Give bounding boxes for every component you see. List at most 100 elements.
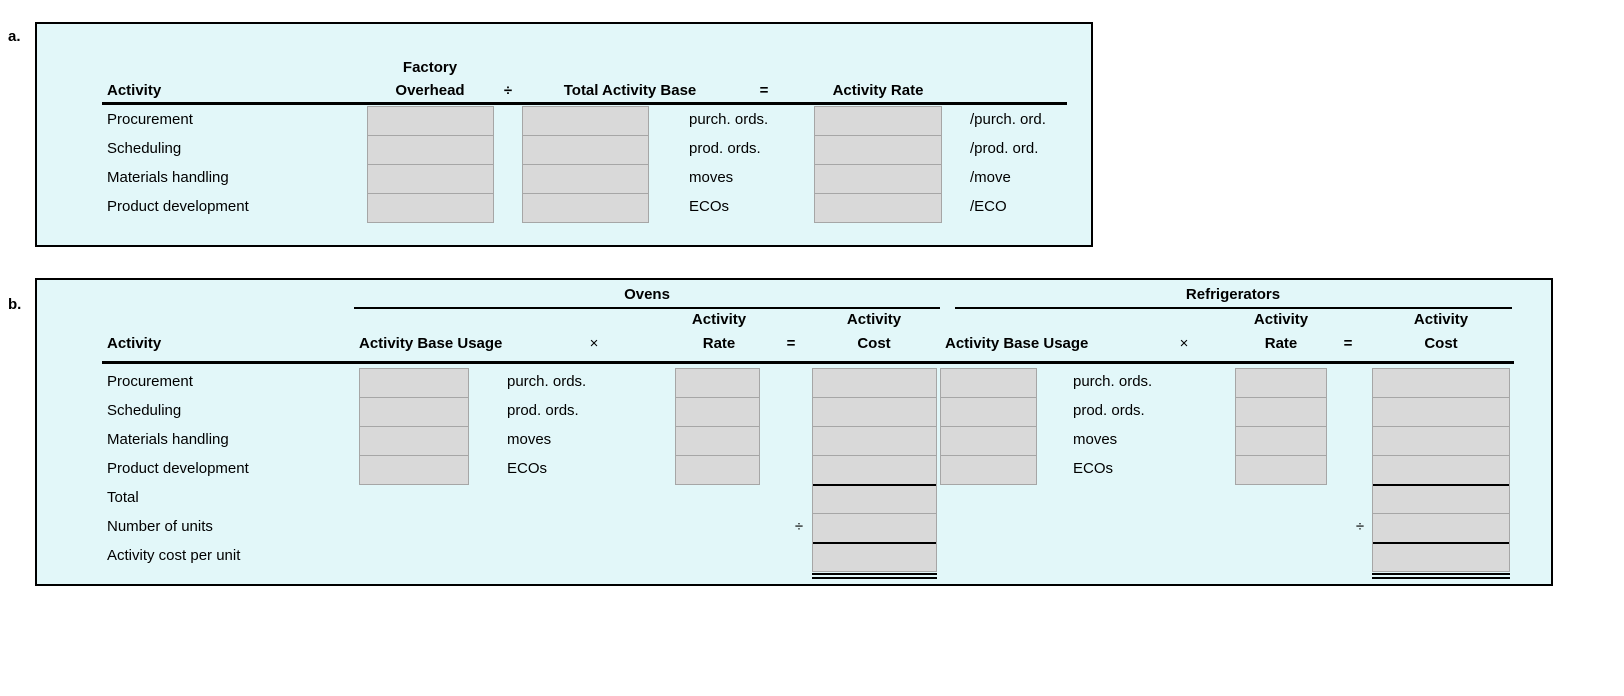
ovens-total-cost-input[interactable]: [813, 484, 936, 513]
header-underline: [102, 102, 1067, 105]
refrigerators-rate-input-column: [1235, 368, 1327, 485]
refrigerators-rate-input[interactable]: [1236, 397, 1326, 426]
ovens-rate-input[interactable]: [676, 426, 759, 455]
ovens-cost-input[interactable]: [813, 369, 936, 397]
refrigerators-cost-input[interactable]: [1373, 426, 1509, 455]
col-header-refrigerators-activity-base-usage: Activity Base Usage: [945, 335, 1089, 352]
col-header-total-activity-base: Total Activity Base: [563, 82, 697, 99]
col-header-refrigerators-activity-rate-line1: Activity: [1253, 311, 1309, 328]
ovens-base-usage-input[interactable]: [360, 426, 468, 455]
ovens-cost-per-unit-input[interactable]: [813, 542, 936, 571]
divide-sign: ÷: [1355, 518, 1365, 535]
refrigerators-base-usage-input[interactable]: [941, 455, 1036, 484]
refrigerators-cost-input-column: [1372, 368, 1510, 572]
total-activity-base-input[interactable]: [523, 107, 648, 135]
unit-label: purch. ords.: [689, 111, 769, 128]
equals-sign: =: [759, 82, 769, 99]
ovens-cost-input[interactable]: [813, 426, 936, 455]
col-header-refrigerators-activity-cost-line2: Cost: [1424, 335, 1458, 352]
refrigerators-cost-input[interactable]: [1373, 455, 1509, 484]
refrigerators-number-of-units-input[interactable]: [1373, 513, 1509, 542]
ovens-number-of-units-input[interactable]: [813, 513, 936, 542]
activity-rate-input[interactable]: [815, 164, 941, 193]
rate-unit-label: /move: [970, 169, 1011, 186]
row-label: Activity cost per unit: [107, 547, 241, 564]
unit-label: ECOs: [689, 198, 730, 215]
total-activity-base-input[interactable]: [523, 164, 648, 193]
ovens-rate-input[interactable]: [676, 455, 759, 484]
col-header-refrigerators-activity-rate-line2: Rate: [1264, 335, 1298, 352]
refrigerators-rate-input[interactable]: [1236, 369, 1326, 397]
divide-sign: ÷: [503, 82, 513, 99]
ovens-base-usage-input[interactable]: [360, 369, 468, 397]
unit-label: moves: [1073, 431, 1118, 448]
refrigerators-double-rule: [1372, 573, 1510, 579]
group-header-ovens: Ovens: [624, 286, 670, 303]
activity-rate-input[interactable]: [815, 107, 941, 135]
total-activity-base-input[interactable]: [523, 193, 648, 222]
col-header-activity: Activity: [107, 335, 162, 352]
divide-sign: ÷: [794, 518, 804, 535]
ovens-base-usage-input[interactable]: [360, 455, 468, 484]
ovens-cost-input[interactable]: [813, 455, 936, 484]
row-label: Procurement: [107, 373, 193, 390]
unit-label: prod. ords.: [1073, 402, 1145, 419]
refrigerators-cost-input[interactable]: [1373, 397, 1509, 426]
refrigerators-rate-input[interactable]: [1236, 426, 1326, 455]
ovens-rate-input[interactable]: [676, 369, 759, 397]
unit-label: prod. ords.: [507, 402, 579, 419]
refrigerators-base-usage-input[interactable]: [941, 369, 1036, 397]
row-label: Total: [107, 489, 139, 506]
rate-unit-label: /ECO: [970, 198, 1007, 215]
unit-label: ECOs: [507, 460, 548, 477]
activity-rate-input-column: [814, 106, 942, 223]
ovens-group-rule: [354, 307, 940, 309]
factory-overhead-input[interactable]: [368, 135, 493, 164]
refrigerators-base-usage-input[interactable]: [941, 397, 1036, 426]
row-label: Product development: [107, 198, 249, 215]
refrigerators-base-usage-input[interactable]: [941, 426, 1036, 455]
factory-overhead-input-column: [367, 106, 494, 223]
activity-cost-table: Ovens Refrigerators Activity Activity Ac…: [35, 278, 1553, 586]
row-label: Materials handling: [107, 431, 229, 448]
refrigerators-base-usage-input-column: [940, 368, 1037, 485]
row-label: Scheduling: [107, 402, 182, 419]
refrigerators-total-cost-input[interactable]: [1373, 484, 1509, 513]
factory-overhead-input[interactable]: [368, 193, 493, 222]
factory-overhead-input[interactable]: [368, 107, 493, 135]
rate-unit-label: /purch. ord.: [970, 111, 1046, 128]
col-header-activity: Activity: [107, 82, 162, 99]
ovens-base-usage-input[interactable]: [360, 397, 468, 426]
row-label: Procurement: [107, 111, 193, 128]
ovens-rate-input[interactable]: [676, 397, 759, 426]
ovens-rate-input-column: [675, 368, 760, 485]
refrigerators-rate-input[interactable]: [1236, 455, 1326, 484]
col-header-refrigerators-activity-cost-line1: Activity: [1413, 311, 1469, 328]
row-label: Number of units: [107, 518, 213, 535]
refrigerators-cost-input[interactable]: [1373, 369, 1509, 397]
ovens-base-usage-input-column: [359, 368, 469, 485]
col-header-ovens-activity-rate-line2: Rate: [702, 335, 736, 352]
col-header-ovens-activity-cost-line1: Activity: [846, 311, 902, 328]
row-label: Scheduling: [107, 140, 182, 157]
equals-sign: =: [1343, 335, 1353, 352]
col-header-activity-rate: Activity Rate: [832, 82, 924, 99]
unit-label: moves: [689, 169, 734, 186]
activity-rate-input[interactable]: [815, 193, 941, 222]
col-header-factory-overhead-line1: Factory: [402, 59, 458, 76]
activity-rate-input[interactable]: [815, 135, 941, 164]
factory-overhead-input[interactable]: [368, 164, 493, 193]
ovens-cost-input-column: [812, 368, 937, 572]
total-activity-base-input[interactable]: [523, 135, 648, 164]
unit-label: ECOs: [1073, 460, 1114, 477]
multiply-sign: ×: [1179, 335, 1189, 352]
group-header-refrigerators: Refrigerators: [1185, 286, 1281, 303]
refrigerators-group-rule: [955, 307, 1512, 309]
ovens-cost-input[interactable]: [813, 397, 936, 426]
refrigerators-cost-per-unit-input[interactable]: [1373, 542, 1509, 571]
row-label: Product development: [107, 460, 249, 477]
col-header-ovens-activity-rate-line1: Activity: [691, 311, 747, 328]
col-header-ovens-activity-cost-line2: Cost: [857, 335, 891, 352]
unit-label: prod. ords.: [689, 140, 761, 157]
unit-label: purch. ords.: [1073, 373, 1153, 390]
